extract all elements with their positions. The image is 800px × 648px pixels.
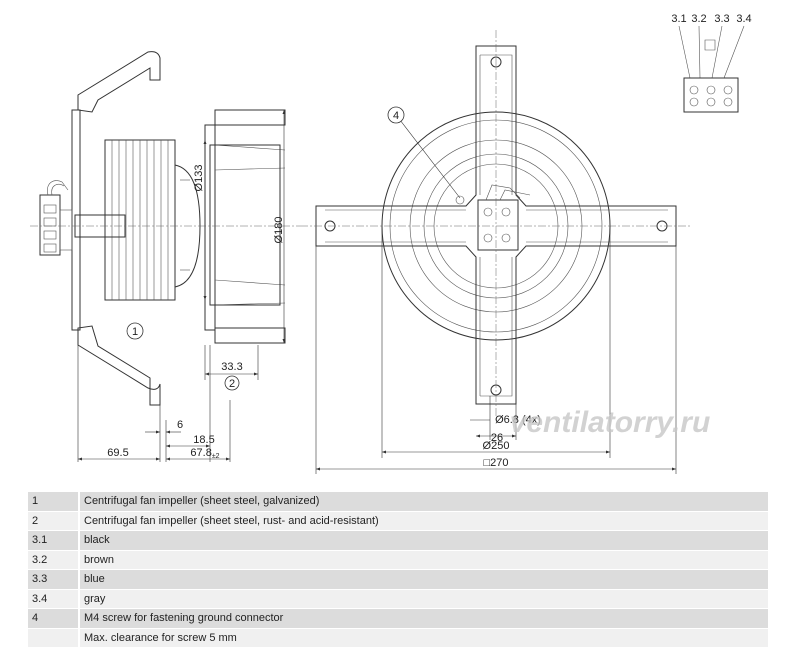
connector-detail: 3.1 3.2 3.3 3.4	[671, 13, 752, 113]
legend-number: 4	[28, 608, 79, 629]
bracket-lower-arm	[77, 325, 161, 406]
terminal-block	[455, 184, 531, 251]
legend-description: Max. clearance for screw 5 mm	[78, 628, 768, 648]
legend-description: Centrifugal fan impeller (sheet steel, g…	[78, 492, 768, 512]
legend-number: 3.1	[28, 530, 79, 551]
cross-arms	[315, 45, 677, 405]
back-plate	[71, 109, 81, 331]
watermark: ventilatorry.ru	[510, 406, 711, 439]
side-view: 1 Ø133 Ø180 33.3 2 6 18.5 69.5 67.8±2	[30, 51, 300, 462]
legend-number	[28, 628, 79, 648]
dim-right-depth-tolerance: ±2	[212, 453, 220, 460]
technical-drawing: 1 Ø133 Ø180 33.3 2 6 18.5 69.5 67.8±2	[30, 13, 752, 474]
bracket-upper-arm	[77, 51, 161, 113]
legend-row: Max. clearance for screw 5 mm	[28, 628, 768, 648]
legend-number: 3.2	[28, 550, 79, 570]
legend-description: brown	[78, 550, 768, 570]
front-view: 4 Ø6.8 (4x) 26 Ø250 □270	[300, 30, 690, 474]
legend-number: 3.4	[28, 589, 79, 609]
dim-housing-diameter: Ø180	[273, 217, 285, 244]
dim-flange-gap: 18.5	[193, 434, 214, 446]
callout-2-label: 2	[229, 378, 235, 390]
rear-connector	[39, 180, 73, 256]
callout-1-label: 1	[132, 326, 138, 338]
legend-description: gray	[78, 589, 768, 609]
dim-right-depth: 67.8±2	[190, 447, 219, 460]
legend-description: black	[78, 530, 768, 551]
dim-left-depth: 69.5	[107, 447, 128, 459]
wire-label-3-3: 3.3	[714, 13, 729, 25]
dim-impeller-diameter: Ø133	[193, 165, 205, 192]
legend-description: M4 screw for fastening ground connector	[78, 608, 768, 629]
wire-label-3-4: 3.4	[736, 13, 751, 25]
callout-2-circle	[224, 375, 240, 391]
legend-number: 1	[28, 492, 79, 512]
wire-label-3-1: 3.1	[671, 13, 686, 25]
legend-number: 3.3	[28, 569, 79, 590]
callout-1-circle	[126, 322, 144, 340]
dim-square: □270	[484, 457, 509, 469]
callout-4-circle	[387, 106, 405, 124]
dim-impeller-offset: 33.3	[221, 361, 242, 373]
legend-description: Centrifugal fan impeller (sheet steel, r…	[78, 511, 768, 531]
dim-hole: Ø6.8 (4x)	[495, 414, 541, 426]
motor-fins	[111, 140, 169, 300]
legend-description: blue	[78, 569, 768, 590]
dim-small-gap: 6	[177, 419, 183, 431]
legend-number: 2	[28, 511, 79, 531]
wire-label-3-2: 3.2	[691, 13, 706, 25]
dim-right-depth-value: 67.8	[190, 447, 211, 459]
callout-4-label: 4	[393, 110, 399, 122]
dim-hole-spacing: 26	[491, 432, 503, 444]
dim-outer-diameter: Ø250	[483, 440, 510, 452]
